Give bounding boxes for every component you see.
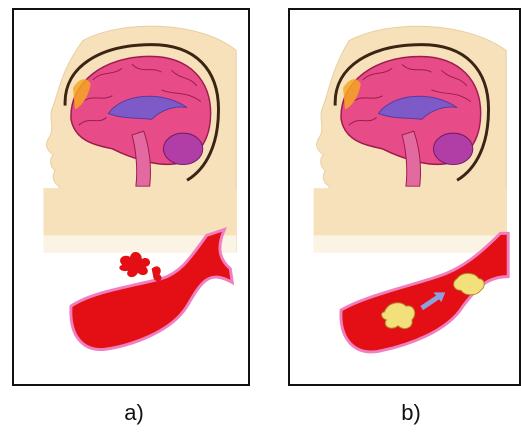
cerebellum (163, 133, 202, 164)
blood-splash (119, 252, 150, 277)
panel-a-illustration (14, 10, 248, 384)
panel-b (288, 8, 521, 386)
panel-b-illustration (290, 10, 519, 384)
panel-a-caption: a) (104, 400, 164, 426)
panel-b-caption: b) (381, 400, 441, 426)
panel-a (12, 8, 250, 386)
cerebellum (433, 133, 472, 164)
